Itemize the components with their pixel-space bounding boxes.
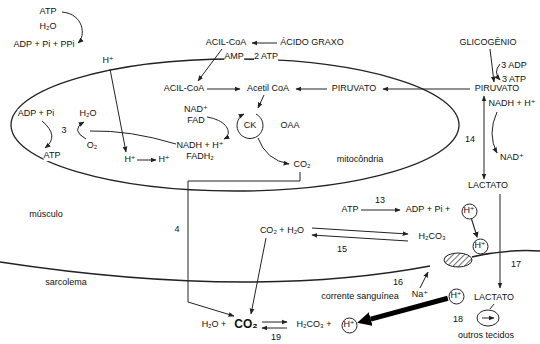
node-label: H⁺ [450, 291, 461, 301]
text-label: 3 ADP [501, 61, 527, 71]
text-label: PIRUVATO [475, 84, 520, 94]
text-label: Acetil CoA [247, 84, 289, 94]
text-label: GLICOGÊNIO [459, 38, 516, 48]
callout-number: 14 [465, 135, 475, 145]
text-label: NAD⁺ [500, 153, 524, 163]
organelle-outline: mitocôndria [10, 58, 460, 192]
callout-number: 13 [375, 196, 385, 206]
callout-number: 18 [453, 315, 463, 325]
node-shape [473, 239, 488, 254]
node-shape [462, 204, 477, 219]
text-label: H⁺ [102, 56, 113, 66]
text-label: H₂O [40, 22, 57, 32]
ion-circle: H⁺ [472, 238, 489, 255]
node-label: H⁺ [463, 206, 474, 216]
text-label: FAD [187, 116, 205, 126]
text-label: H₂O [80, 109, 97, 119]
text-label: ATP [44, 151, 61, 161]
text-label: PIRUVATO [332, 84, 377, 94]
text-label: 2 ATP [254, 52, 278, 62]
ion-circle: H⁺ [341, 317, 358, 334]
text-label: H⁺ [124, 155, 135, 165]
text-label: H⁺ [158, 155, 169, 165]
callout-number: 15 [337, 245, 347, 255]
node-label: mitocôndria [337, 155, 384, 165]
ion-circle: H⁺ [448, 288, 465, 305]
text-label: FADH₂ [186, 152, 214, 162]
ion-circle: H⁺ [461, 203, 478, 220]
text-label: CO₂ + H₂O [260, 226, 304, 236]
callout-number: 16 [393, 278, 403, 288]
text-label: AMP [224, 52, 244, 62]
text-label: NADH + H⁺ [488, 99, 535, 109]
text-label: OAA [280, 121, 299, 131]
text-label: outros tecidos [458, 331, 514, 341]
text-label: H₂CO₃ [418, 232, 445, 242]
flow-arrow [472, 219, 476, 232]
node-shape [11, 59, 459, 191]
callout-number: 19 [271, 333, 281, 343]
text-label: NADH + H⁺ [176, 141, 223, 151]
text-label: H₂O + [202, 320, 227, 330]
text-label: O₂ [87, 141, 98, 151]
callout-number: 3 [61, 126, 66, 136]
text-label: ACIL-CoA [206, 38, 247, 48]
callout-number: 17 [511, 260, 521, 270]
text-label: ADP + Pi + PPi [14, 40, 75, 50]
text-label: ACIL-CoA [164, 84, 205, 94]
callout-number: 4 [174, 225, 179, 235]
text-label: ADP + Pi + [406, 205, 450, 215]
node-label: H⁺ [343, 320, 354, 330]
text-label: CO₂ [234, 318, 257, 331]
text-label: ATP [342, 205, 359, 215]
text-label: corrente sanguínea [321, 292, 399, 302]
text-label: CK [244, 121, 257, 131]
text-label: sarcolema [45, 278, 87, 288]
text-label: ADP + Pi [18, 109, 55, 119]
node-label: H⁺ [474, 241, 485, 251]
text-label: ATP [40, 7, 57, 17]
text-label: músculo [29, 210, 63, 220]
text-label: Na⁺ [412, 290, 428, 300]
text-label: ÁCIDO GRAXO [280, 38, 344, 48]
node-outline [10, 58, 460, 192]
node-shape [449, 289, 464, 304]
text-label: H₂CO₃ + [297, 320, 332, 330]
text-label: CO₂ [294, 160, 311, 170]
text-label: LACTATO [468, 181, 508, 191]
text-label: LACTATO [474, 293, 514, 303]
node-shape [342, 318, 357, 333]
text-label: NAD⁺ [184, 105, 208, 115]
